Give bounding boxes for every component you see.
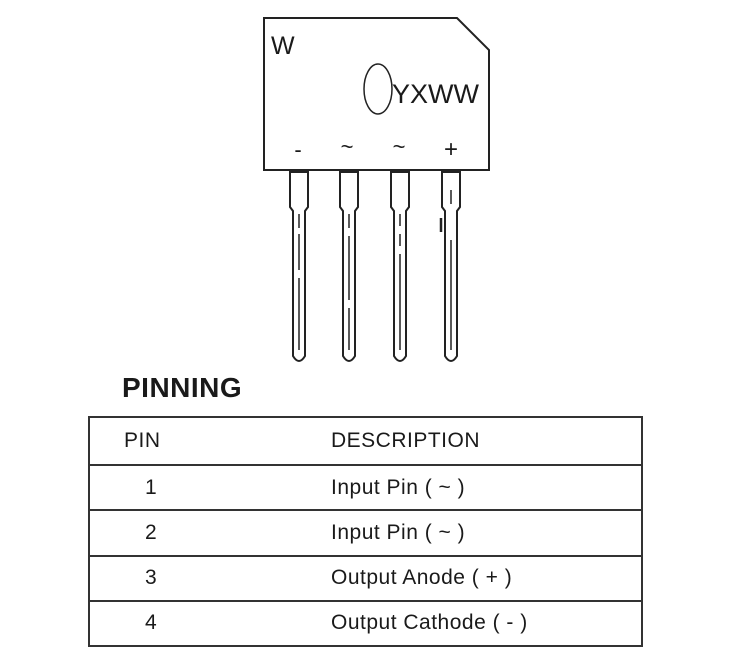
pinning-table: PIN DESCRIPTION 1 Input Pin ( ~ ) 2 Inpu…	[88, 416, 643, 647]
pin-number: 4	[145, 611, 158, 635]
lead-3	[390, 171, 410, 362]
table-header-row: PIN DESCRIPTION	[89, 417, 642, 466]
terminal-label-1: -	[294, 137, 301, 162]
pin-number: 2	[89, 510, 331, 557]
package-body	[263, 17, 490, 171]
pin-number: 3	[89, 555, 331, 602]
pin-description: Input Pin ( ~ )	[331, 465, 642, 512]
orientation-notch-icon	[363, 63, 393, 115]
package-marking-code: YXWW	[392, 79, 480, 109]
pin-description: Output Cathode ( - )	[331, 611, 528, 635]
lead-1	[289, 171, 309, 362]
table-row: 3 Output Anode ( + )	[89, 555, 642, 602]
pin-column-header: PIN	[89, 417, 331, 466]
pin-description: Input Pin ( ~ )	[331, 510, 642, 557]
package-marking-top: W	[271, 32, 295, 60]
lead-2	[339, 171, 359, 362]
pin-description: Output Anode ( + )	[331, 555, 642, 602]
description-column-header: DESCRIPTION	[331, 417, 642, 466]
bridge-rectifier-package-diagram: W YXWW - ~ ~ +	[263, 17, 490, 362]
lead-4	[439, 171, 461, 362]
terminal-label-4: +	[444, 136, 458, 163]
pinning-title: PINNING	[122, 372, 243, 403]
pin-number: 1	[89, 465, 331, 512]
terminal-label-2: ~	[341, 134, 354, 159]
table-row: 2 Input Pin ( ~ )	[89, 510, 642, 557]
table-row: 1 Input Pin ( ~ )	[89, 465, 642, 512]
table-row: 4 Output Cathode ( - )	[89, 601, 642, 646]
terminal-label-3: ~	[393, 134, 406, 159]
